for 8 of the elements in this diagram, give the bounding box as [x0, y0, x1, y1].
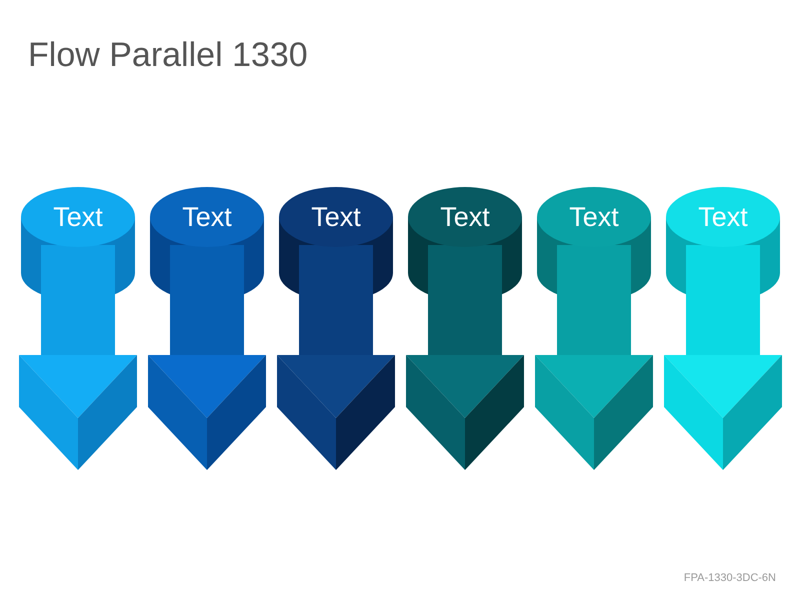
node-label: Text	[439, 201, 491, 233]
node-label: Text	[310, 201, 362, 233]
node-label: Text	[697, 201, 749, 233]
title: Flow Parallel 1330	[28, 36, 308, 75]
node-label: Text	[568, 201, 620, 233]
node-label: Text	[52, 201, 104, 233]
node-label: Text	[181, 201, 233, 233]
footer-code: FPA-1330-3DC-6N	[684, 572, 776, 584]
